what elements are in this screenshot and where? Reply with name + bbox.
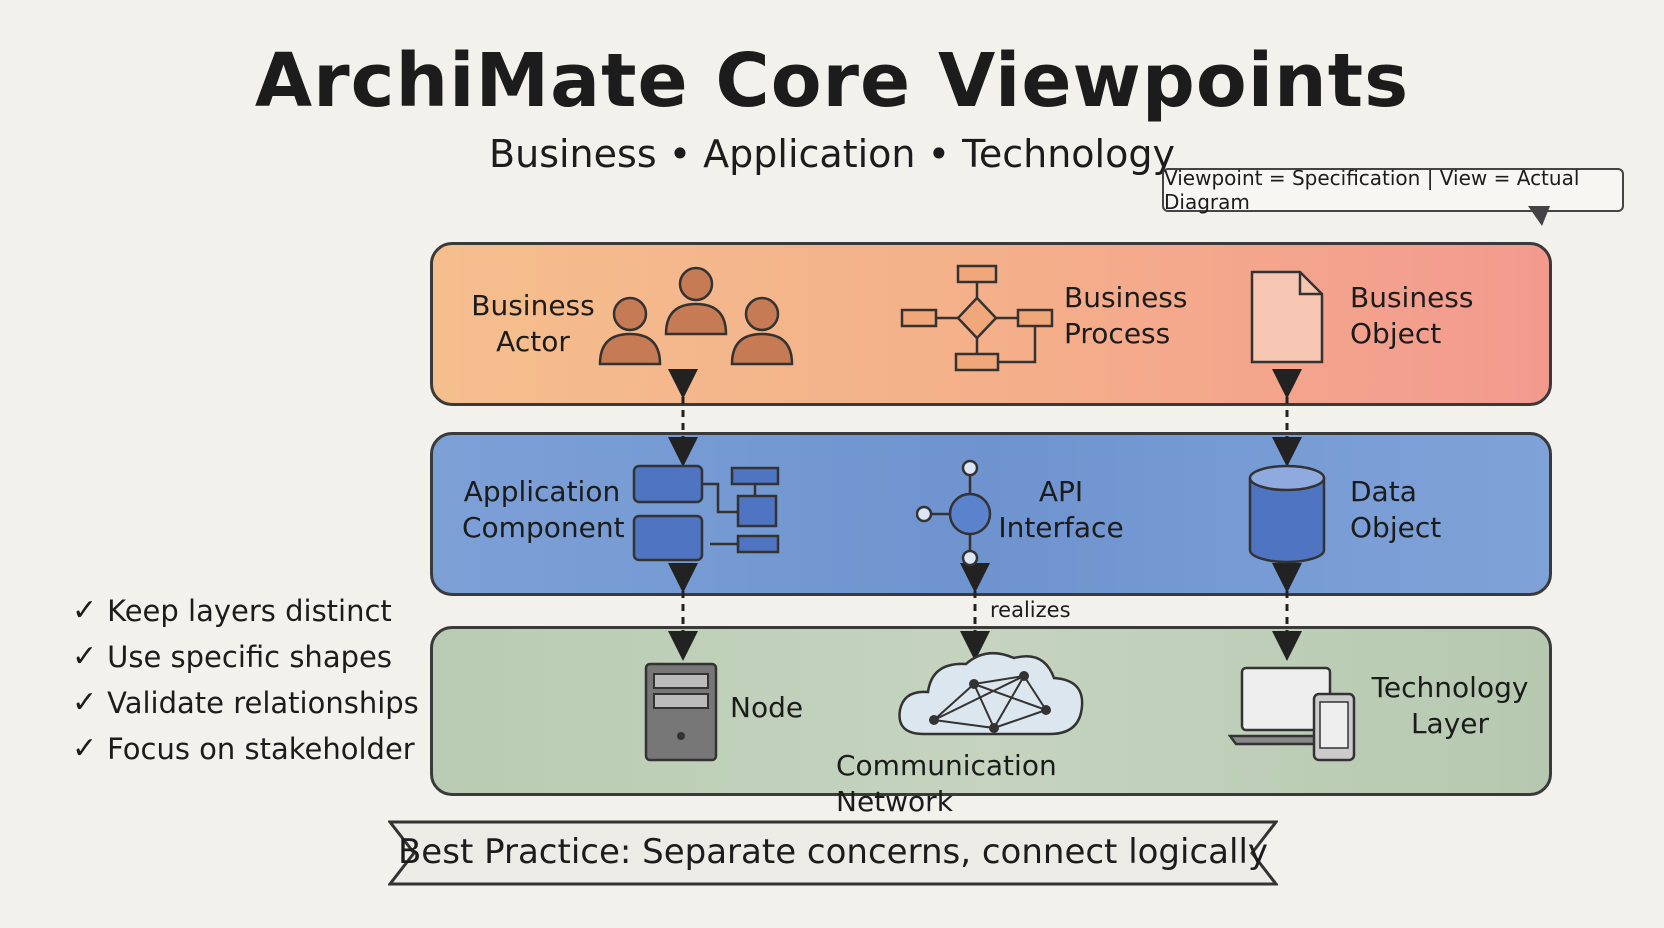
checklist-item: ✓ Use specific shapes	[72, 634, 419, 680]
devices-icon	[1228, 666, 1356, 762]
callout-tail	[1528, 206, 1550, 226]
database-icon	[1248, 464, 1326, 564]
business-process-label: Business Process	[1064, 281, 1188, 350]
server-icon	[644, 662, 718, 762]
viewpoint-callout: Viewpoint = Specification | View = Actua…	[1162, 166, 1624, 214]
ribbon-banner	[388, 820, 1278, 886]
page-subtitle: Business • Application • Technology	[489, 132, 1175, 176]
communication-network-label: Communication Network	[836, 749, 1057, 818]
checkmark-icon: ✓	[72, 593, 98, 628]
document-icon	[1250, 270, 1324, 364]
interface-icon	[916, 459, 992, 567]
flowchart-icon	[900, 264, 1054, 372]
node-label: Node	[730, 691, 804, 724]
component-icon	[632, 464, 780, 562]
api-interface-label: API Interface	[998, 475, 1124, 544]
checklist-item: ✓ Focus on stakeholder	[72, 726, 419, 772]
business-object-label: Business Object	[1350, 281, 1474, 350]
best-practice-checklist: ✓ Keep layers distinct ✓ Use specific sh…	[72, 588, 419, 772]
checkmark-icon: ✓	[72, 731, 98, 766]
technology-layer-label: Technology Layer	[1371, 671, 1529, 740]
people-icon	[598, 266, 794, 366]
application-component-label: Application Component	[462, 475, 625, 544]
page-title: ArchiMate Core Viewpoints	[254, 38, 1410, 124]
checkmark-icon: ✓	[72, 639, 98, 674]
checkmark-icon: ✓	[72, 685, 98, 720]
cloud-network-icon	[898, 651, 1084, 736]
checklist-item: ✓ Keep layers distinct	[72, 588, 419, 634]
data-object-label: Data Object	[1350, 475, 1442, 544]
banner-text: Best Practice: Separate concerns, connec…	[397, 832, 1269, 872]
business-actor-label: Business Actor	[471, 289, 595, 358]
checklist-item: ✓ Validate relationships	[72, 680, 419, 726]
realizes-label: realizes	[990, 598, 1071, 622]
